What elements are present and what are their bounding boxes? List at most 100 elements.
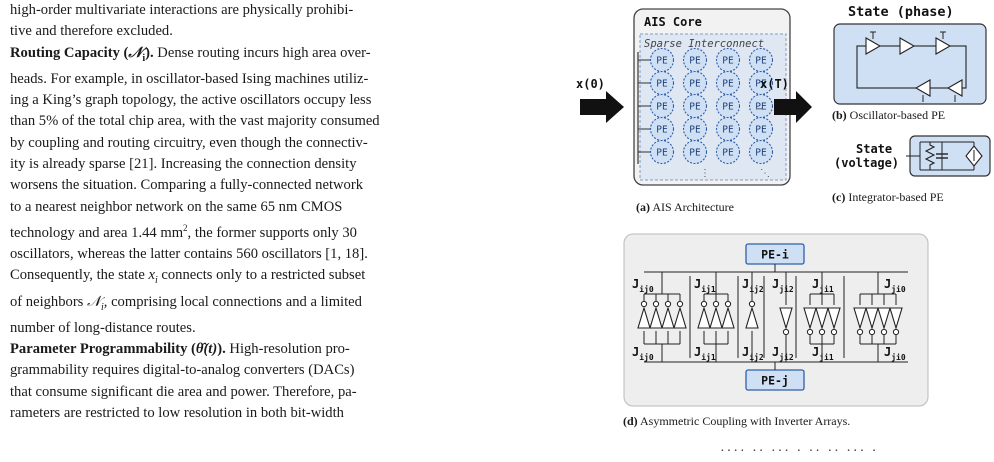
pe-node — [748, 139, 774, 165]
inverter-bubble — [856, 328, 864, 336]
caption-a: (a) AIS Architecture — [636, 200, 734, 214]
state-voltage-label: (voltage) — [834, 156, 899, 170]
ais-core-title: AIS Core — [644, 15, 702, 29]
coupling-label-top: Jij1 — [694, 277, 716, 294]
inverter-icon — [673, 306, 687, 329]
coupling-label-bottom: Jji1 — [812, 345, 834, 362]
grid-continuation-dots-v: ⋮ — [700, 168, 710, 179]
state-phase-title: State (phase) — [848, 4, 954, 20]
inverter-icon — [865, 307, 879, 330]
text-line: oscillators, whereas the latter contains… — [10, 246, 368, 263]
text-line: heads. For example, in oscillator-based … — [10, 70, 369, 87]
state-voltage-label: State — [856, 142, 892, 156]
body-text-column: high-order multivariate interactions are… — [10, 0, 500, 424]
pe-j-label: PE-j — [761, 374, 789, 388]
inverter-icon — [899, 37, 916, 55]
grid-continuation-dots-d: ⋱ — [760, 168, 770, 179]
pe-node-label: PE — [755, 102, 767, 113]
figure-a-ais-architecture: AIS Core Sparse Interconnect PE PE PE PE PE P… — [576, 8, 812, 186]
coupling-label-bottom: Jij0 — [632, 345, 654, 362]
text-line: high-order multivariate interactions are… — [10, 2, 354, 18]
inverter-icon — [865, 37, 882, 55]
inverter-icon — [637, 306, 651, 329]
section-heading-routing-capacity: Routing Capacity (𝒩i). — [10, 44, 154, 64]
text-line: tive and therefore excluded. — [10, 23, 173, 40]
text-line: to a nearest neighbor network on the sam… — [10, 198, 343, 215]
inverter-icon — [853, 307, 867, 330]
pe-node-label: PE — [656, 102, 668, 113]
inverter-bubble — [868, 328, 876, 336]
coupling-label-bottom: Jij2 — [742, 345, 764, 362]
pe-node — [682, 139, 708, 165]
text-line: of neighbors 𝒩i, comprising local connec… — [10, 293, 362, 313]
text-line: Parameter Programmability (θ̂(t)). High-… — [10, 341, 350, 358]
text-line: rameters are restricted to low resolutio… — [10, 404, 344, 421]
pe-node-label: PE — [722, 125, 734, 136]
inverter-icon — [649, 306, 663, 329]
inverter-icon — [745, 306, 759, 329]
coupling-label-bottom: Jji2 — [772, 345, 794, 362]
pe-node-label: PE — [656, 125, 668, 136]
pe-i-label: PE-i — [761, 248, 789, 262]
inverter-bubble — [818, 328, 826, 336]
inverter-icon — [877, 307, 891, 330]
figure-b-oscillator-pe: State (phase) — [833, 4, 987, 105]
pe-node-label: PE — [722, 56, 734, 67]
input-arrow-icon — [580, 91, 624, 123]
pe-node-label: PE — [689, 79, 701, 90]
inverter-bubble — [892, 328, 900, 336]
coupling-label-top: Jij2 — [742, 277, 764, 294]
pe-node-label: PE — [755, 79, 767, 90]
inverter-icon — [889, 307, 903, 330]
inverter-icon — [914, 79, 931, 97]
paragraph: high-order multivariate interactions are… — [10, 0, 500, 424]
inverter-bubble — [830, 328, 838, 336]
inverter-bubble — [652, 300, 660, 308]
text-line: technology and area 1.44 mm2, the former… — [10, 222, 357, 241]
inverter-icon — [827, 307, 841, 330]
coupling-label-top: Jji2 — [772, 277, 794, 294]
text-line: grammability requires digital-to-analog … — [10, 362, 355, 379]
coupling-panel — [623, 233, 929, 407]
caption-d: (d) Asymmetric Coupling with Inverter Ar… — [623, 414, 851, 428]
text-line: ity is already sparse [21]. Increasing t… — [10, 155, 357, 172]
inverter-bubble — [640, 300, 648, 308]
grid-continuation-dots: ⋯ — [756, 104, 762, 115]
inverter-bubble — [700, 300, 708, 308]
output-arrow-icon — [774, 91, 812, 123]
interconnect-label: Sparse Interconnect — [644, 38, 764, 50]
pe-node-label: PE — [722, 102, 734, 113]
text-line: than 5% of the total chip area, with the… — [10, 113, 380, 130]
text-line: Routing Capacity (𝒩i). Dense routing inc… — [10, 44, 371, 64]
inverter-icon — [709, 306, 723, 329]
pe-node-label: PE — [656, 148, 668, 159]
inverter-icon — [803, 307, 817, 330]
figure-c-integrator-pe: State (voltage) — [834, 135, 991, 177]
inverter-bubble — [806, 328, 814, 336]
input-label: x(0) — [576, 77, 605, 91]
resistor-icon — [920, 141, 936, 171]
pe-node-label: PE — [689, 125, 701, 136]
coupling-label-top: Jji1 — [812, 277, 834, 294]
coupling-label-bottom: Jij1 — [694, 345, 716, 362]
pe-node — [649, 139, 675, 165]
section-heading-parameter-programmability: Parameter Programmability (θ̂(t)). — [10, 341, 226, 358]
inverter-bubble — [880, 328, 888, 336]
pe-node-label: PE — [722, 148, 734, 159]
next-paragraph-fragment: ···· ·· ··· · ·· ·· ··· · — [720, 444, 879, 459]
inverter-icon — [815, 307, 829, 330]
coupling-label-top: Jij0 — [632, 277, 654, 294]
inverter-bubble — [664, 300, 672, 308]
pe-node-label: PE — [656, 79, 668, 90]
inverter-bubble — [782, 328, 790, 336]
text-line: by coupling and routing circuitry, even … — [10, 134, 368, 151]
pe-node-label: PE — [755, 125, 767, 136]
inverter-bubble — [712, 300, 720, 308]
inverter-icon — [946, 79, 963, 97]
pe-node-label: PE — [689, 56, 701, 67]
output-label: x(T) — [760, 77, 789, 91]
pe-node-label: PE — [755, 148, 767, 159]
